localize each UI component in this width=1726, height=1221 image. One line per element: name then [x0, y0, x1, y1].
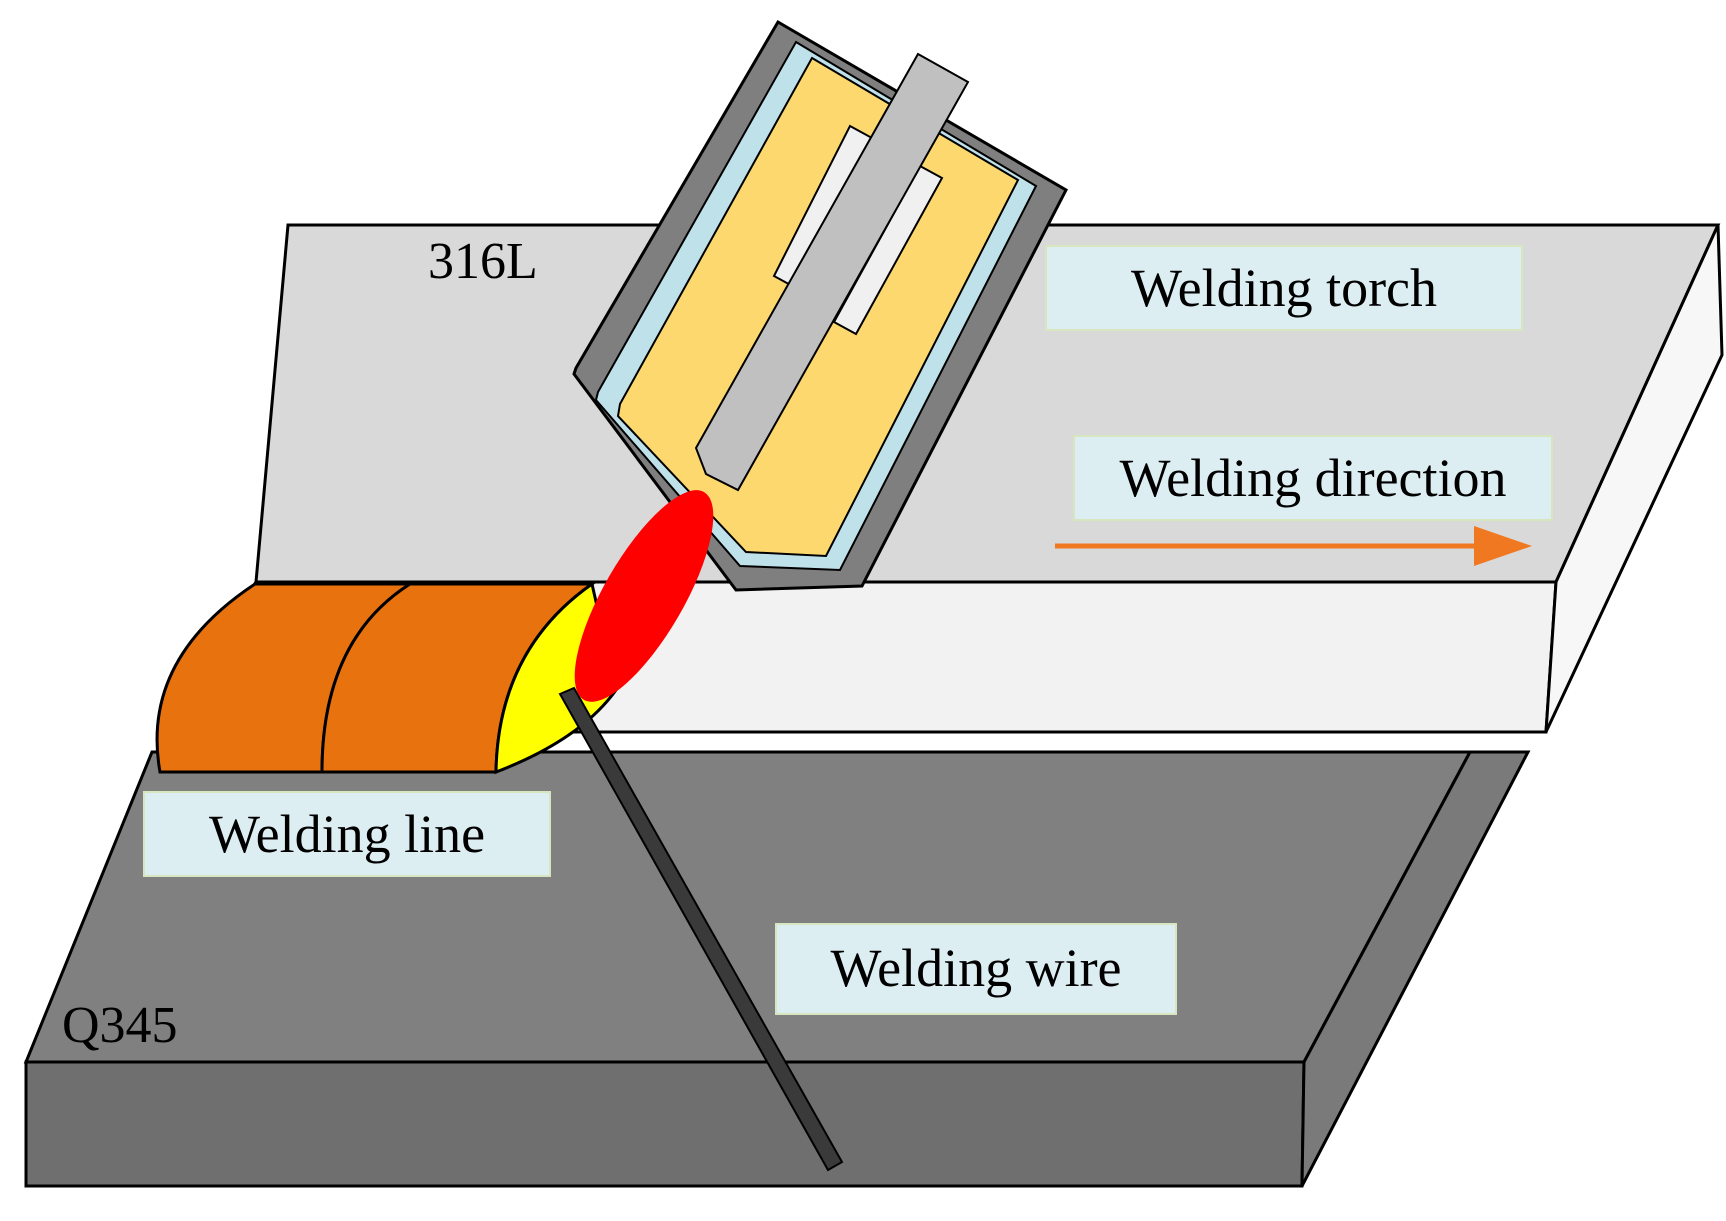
welding-direction-arrow — [1055, 526, 1532, 566]
label-welding-line: Welding line — [143, 791, 551, 877]
label-welding-torch-box — [1045, 245, 1523, 331]
lower-plate-label: Q345 — [62, 997, 178, 1054]
upper-plate-label: 316L — [428, 233, 538, 290]
label-welding-line-text: Welding line — [209, 804, 485, 864]
label-welding-torch: Welding torch — [1045, 245, 1523, 331]
label-welding-wire: Welding wire — [775, 923, 1177, 1015]
label-welding-torch-text: Welding torch — [1131, 258, 1437, 318]
label-welding-direction-box — [1073, 435, 1553, 521]
direction-arrow-head — [1474, 526, 1532, 566]
welding-arc — [574, 490, 714, 702]
label-welding-wire-box — [775, 923, 1177, 1015]
label-welding-line-box — [143, 791, 551, 877]
label-welding-direction: Welding direction — [1073, 435, 1553, 521]
lower-plate-front — [24, 1060, 1306, 1188]
label-welding-wire-text: Welding wire — [830, 938, 1121, 998]
label-welding-direction-text: Welding direction — [1119, 448, 1506, 508]
weld-bead — [155, 581, 618, 775]
welding-wire-rod — [558, 686, 844, 1172]
welding-wire — [558, 686, 844, 1172]
lower-plate-bevel — [1300, 750, 1531, 1187]
welding-torch — [572, 19, 1068, 592]
electrode — [694, 52, 970, 492]
upper-plate-side — [1544, 224, 1724, 733]
